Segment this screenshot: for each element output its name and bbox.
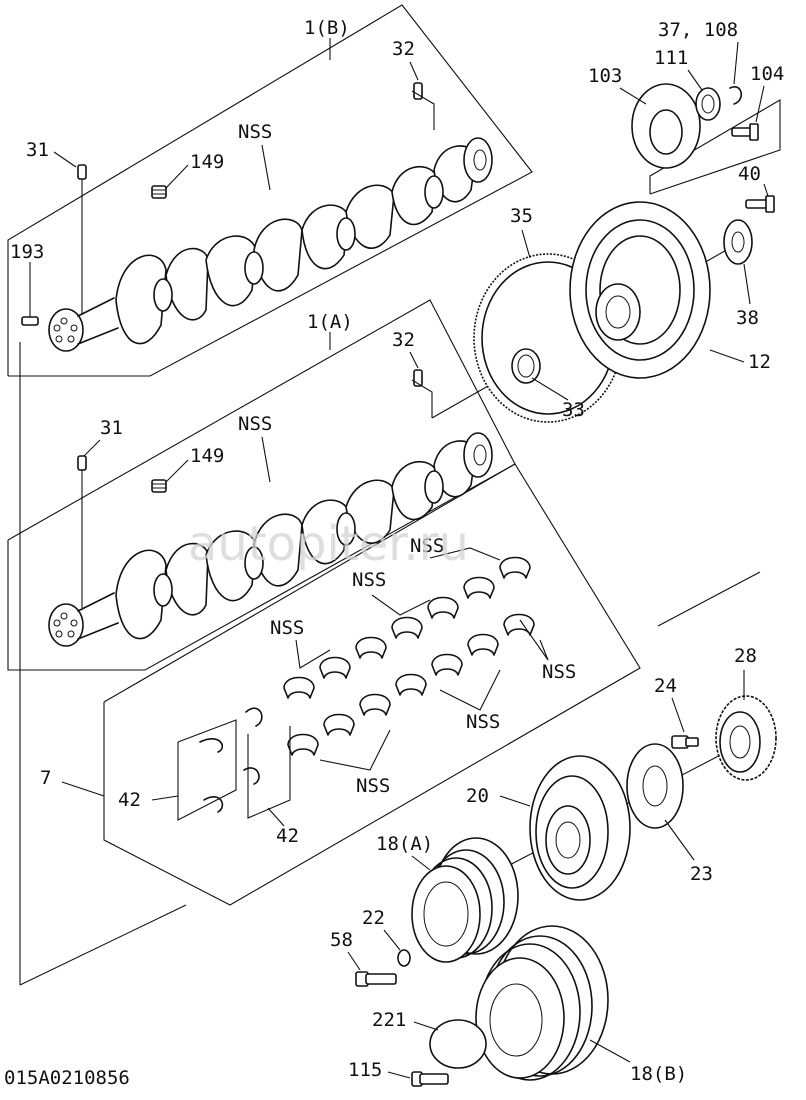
callout-31b: 31 (100, 417, 123, 439)
bolt-40 (745, 195, 775, 213)
rear-seal-frame (649, 99, 781, 195)
front-assembly: 28 24 20 23 1 (330, 571, 777, 1087)
callout-58: 58 (330, 929, 353, 951)
callout-221: 221 (372, 1009, 406, 1031)
callout-nss-left: NSS (270, 617, 304, 639)
callout-7: 7 (40, 767, 51, 789)
callout-32: 32 (392, 38, 415, 60)
callout-nss-right: NSS (542, 661, 576, 683)
callout-42-right: 42 (276, 825, 299, 847)
callout-103: 103 (588, 65, 622, 87)
bearing-set-7: NSS NSS NSS NSS NSS NSS 7 42 42 (40, 463, 641, 906)
dowel-pin-31 (77, 164, 87, 180)
callout-nss-top: NSS (410, 535, 444, 557)
retainer-103 (631, 83, 701, 169)
callout-149b: 149 (190, 445, 224, 467)
pin-193 (21, 316, 39, 326)
callout-35: 35 (510, 205, 533, 227)
crankshaft-1a-group: 1(A) 32 31 149 NSS (7, 299, 516, 671)
snap-ring-108 (729, 86, 742, 105)
bolt-104 (731, 123, 759, 141)
pilot-bearing-33 (511, 348, 541, 384)
bearing-set-frame (103, 463, 641, 906)
plate-38 (723, 219, 753, 265)
callout-1a: 1(A) (307, 311, 353, 333)
pulley-18b (475, 925, 609, 1081)
crankshaft-1b-frame (7, 4, 533, 377)
watermark: autopiter.ru (188, 516, 469, 572)
crankshaft-1b (48, 137, 493, 352)
callout-33: 33 (562, 399, 585, 421)
callout-115: 115 (348, 1059, 382, 1081)
callout-nss: NSS (238, 121, 272, 143)
bolt-58 (355, 971, 397, 987)
callout-42-left: 42 (118, 789, 141, 811)
callout-23: 23 (690, 863, 713, 885)
callout-37-108: 37, 108 (658, 19, 738, 41)
callout-104: 104 (750, 63, 784, 85)
washer-22 (397, 949, 411, 967)
callout-20: 20 (466, 785, 489, 807)
callout-24: 24 (654, 675, 677, 697)
dowel-pin-31b (77, 455, 87, 471)
crank-gear-28 (715, 695, 777, 781)
cover-221 (429, 1019, 487, 1069)
plug-149 (151, 185, 167, 199)
callout-nss-bottom: NSS (356, 775, 390, 797)
plate-23 (626, 743, 684, 829)
callout-1b: 1(B) (304, 17, 350, 39)
rear-assembly: 35 12 33 38 40 (431, 19, 784, 423)
callout-40: 40 (738, 163, 761, 185)
callout-nss-mid: NSS (466, 711, 500, 733)
callout-18a: 18(A) (376, 833, 433, 855)
thrust-washers-42 (177, 707, 291, 821)
callout-32b: 32 (392, 329, 415, 351)
oil-seal-111 (695, 87, 721, 121)
crankshaft-1b-group: 1(B) 32 31 149 NSS 193 (7, 4, 533, 377)
plug-149b (151, 479, 167, 493)
bolt-24 (671, 735, 699, 749)
callout-22: 22 (362, 907, 385, 929)
damper-20 (529, 755, 631, 901)
callout-nss-b: NSS (238, 413, 272, 435)
callout-28: 28 (734, 645, 757, 667)
dowel-pin-32 (413, 82, 423, 100)
document-code: 015A0210856 (4, 1067, 130, 1089)
callout-12: 12 (748, 351, 771, 373)
callout-111: 111 (654, 47, 688, 69)
callout-193: 193 (10, 241, 44, 263)
pulley-18a (411, 837, 519, 963)
callout-38: 38 (736, 307, 759, 329)
bolt-115 (411, 1071, 449, 1087)
callout-nss-upper: NSS (352, 569, 386, 591)
callout-31: 31 (26, 139, 49, 161)
flywheel-12 (569, 201, 711, 379)
callout-18b: 18(B) (630, 1063, 687, 1085)
crankshaft-1a-frame (7, 299, 516, 671)
callout-149: 149 (190, 151, 224, 173)
